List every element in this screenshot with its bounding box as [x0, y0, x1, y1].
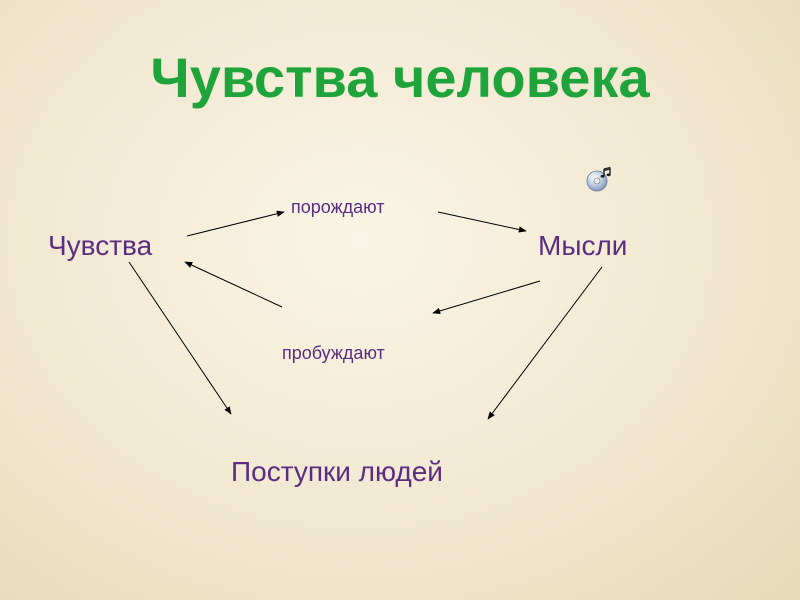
node-actions: Поступки людей — [231, 456, 443, 487]
cd-audio-icon[interactable] — [586, 166, 614, 192]
arrow-feelings-to-generate — [186, 210, 285, 237]
node-feelings: Чувства — [48, 230, 153, 261]
slide-title: Чувства человека — [150, 46, 650, 109]
label-generate: порождают — [291, 197, 385, 217]
arrow-awaken-to-feelings — [184, 261, 283, 308]
label-awaken: пробуждают — [282, 343, 385, 363]
arrow-thoughts-to-awaken — [432, 280, 541, 315]
node-thoughts: Мысли — [538, 230, 628, 261]
arrow-generate-to-thoughts — [437, 211, 527, 233]
arrow-thoughts-to-actions — [487, 266, 603, 420]
arrow-feelings-to-actions — [128, 261, 232, 415]
